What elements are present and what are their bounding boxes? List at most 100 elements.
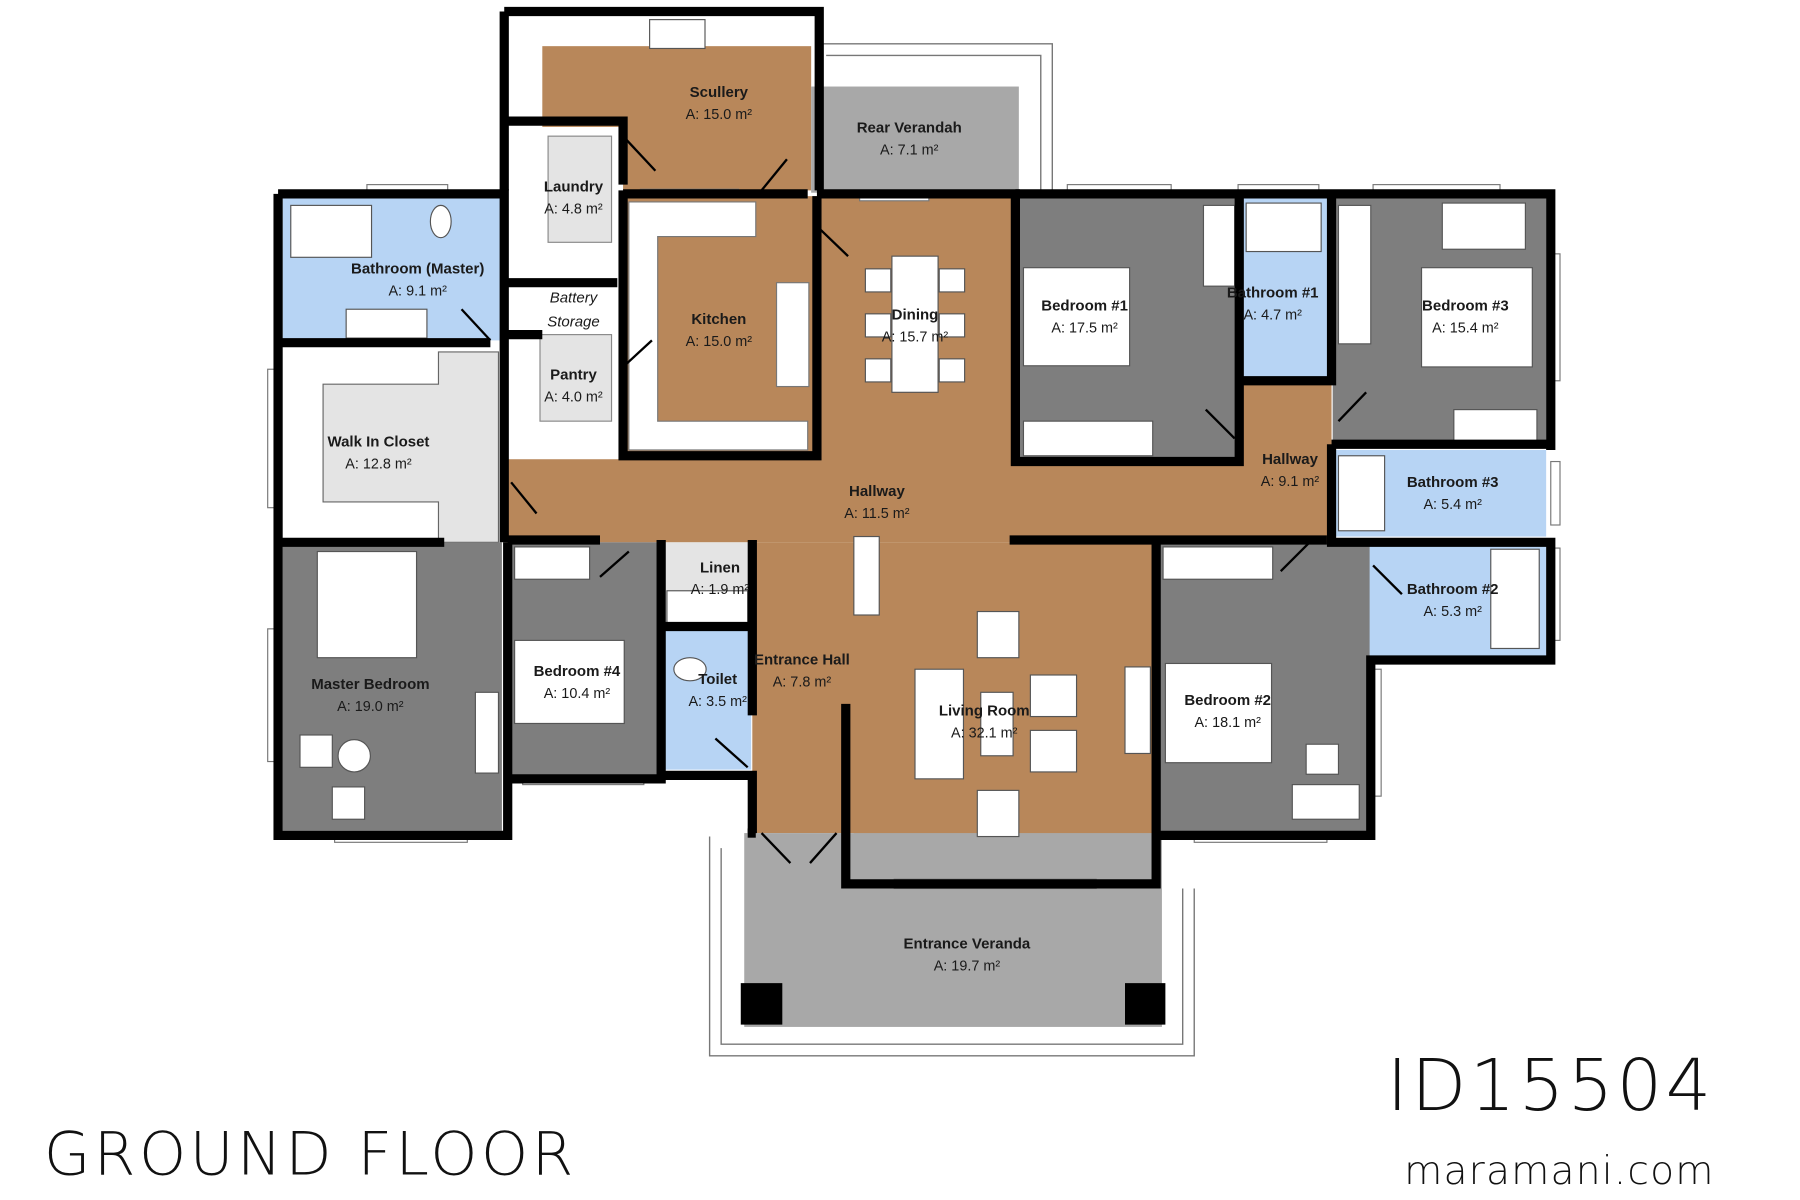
tv-unit	[1124, 666, 1151, 755]
shower	[1490, 548, 1540, 650]
room-name: Rear Verandah	[857, 120, 962, 137]
room-labels: Scullery A: 15.0 m² Rear Verandah A: 7.1…	[311, 84, 1509, 974]
website: maramani.com	[1404, 1149, 1714, 1194]
room-name: Scullery	[690, 84, 749, 101]
bed	[1420, 267, 1533, 368]
armchair	[1029, 674, 1078, 718]
room-name: Dining	[892, 307, 939, 324]
room-area: A: 10.4 m²	[544, 686, 611, 702]
furniture	[290, 19, 1540, 1025]
room-area: A: 12.8 m²	[345, 456, 412, 472]
door-swings	[460, 135, 1403, 864]
plan-title: GROUND FLOOR	[44, 1120, 577, 1190]
desk	[1291, 784, 1360, 820]
toilet-floor	[663, 628, 752, 770]
room-area: A: 15.0 m²	[686, 334, 753, 350]
room-area: A: 15.0 m²	[686, 107, 753, 123]
wardrobe	[474, 691, 500, 774]
rear-verandah-floor	[811, 86, 1019, 193]
chair	[299, 734, 333, 768]
room-area: A: 19.0 m²	[337, 699, 404, 715]
veranda-outlines	[708, 43, 1195, 1057]
entrance-planter-right	[1125, 983, 1166, 1025]
room-name: Bedroom #2	[1184, 692, 1271, 709]
room-area: A: 5.3 m²	[1423, 604, 1482, 620]
room-area: A: 32.1 m²	[951, 725, 1018, 741]
walls	[273, 6, 1556, 889]
toilet-bowl	[673, 657, 707, 682]
room-area: A: 11.5 m²	[844, 506, 910, 522]
armchair	[976, 789, 1020, 838]
room-area: A: 4.0 m²	[544, 390, 603, 406]
hallway-right-floor	[1239, 380, 1332, 543]
room-area: A: 15.4 m²	[1432, 320, 1499, 336]
battery-storage-floor	[507, 282, 618, 335]
room-name: Pantry	[550, 367, 597, 384]
sink	[649, 19, 706, 50]
hallway-floor	[505, 459, 1331, 543]
room-name: Entrance Veranda	[904, 935, 1031, 952]
bed	[1164, 662, 1273, 764]
room-area: A: 19.7 m²	[934, 958, 1001, 974]
kitchen-island	[775, 282, 810, 388]
sofa	[914, 668, 965, 780]
room-name: Laundry	[544, 179, 604, 196]
room-name: Kitchen	[691, 311, 746, 328]
room-area: A: 3.5 m²	[688, 694, 747, 710]
chair	[864, 358, 892, 383]
room-name: Entrance Hall	[754, 652, 850, 669]
entrance-veranda-floor	[744, 833, 1162, 1027]
bed	[316, 550, 418, 659]
room-name: Bedroom #3	[1422, 297, 1509, 314]
room-area: A: 4.7 m²	[1243, 308, 1302, 324]
wardrobe	[1337, 204, 1372, 345]
laundry-counter	[547, 135, 613, 243]
armchair	[976, 610, 1020, 659]
chair	[864, 313, 892, 338]
entrance-planter-left	[740, 983, 783, 1025]
room-name: Bathroom #3	[1407, 474, 1499, 491]
vanity	[345, 308, 428, 339]
room-name: Hallway	[1262, 451, 1319, 468]
room-area: A: 1.9 m²	[691, 582, 750, 598]
room-area: A: 9.1 m²	[1261, 474, 1320, 490]
shower	[1337, 455, 1386, 532]
room-name: Linen	[700, 559, 740, 576]
room-name: Bedroom #1	[1041, 297, 1128, 314]
chair	[864, 268, 892, 293]
room-name: Toilet	[698, 671, 737, 688]
room-area: A: 15.7 m²	[882, 330, 949, 346]
room-area: A: 17.5 m²	[1051, 320, 1118, 336]
room-name-line2: Storage	[547, 314, 600, 331]
shower	[1441, 202, 1526, 250]
toilet-bowl	[429, 204, 452, 239]
chair	[938, 268, 966, 293]
entrance-hall-floor	[752, 542, 857, 834]
room-name: Living Room	[939, 702, 1030, 719]
chair	[938, 358, 966, 383]
desk	[1453, 409, 1538, 445]
closet-shelves	[322, 351, 500, 543]
desk	[1202, 204, 1236, 287]
room-name: Bathroom #2	[1407, 581, 1499, 598]
coffee-table	[980, 691, 1014, 757]
room-name: Bedroom #4	[534, 663, 621, 680]
shower	[1245, 202, 1322, 253]
bed	[514, 639, 625, 725]
tv-unit	[853, 535, 880, 616]
room-name: Bathroom (Master)	[351, 260, 484, 277]
room-name: Battery	[550, 289, 599, 306]
room-area: A: 18.1 m²	[1194, 715, 1261, 731]
wardrobe	[1022, 420, 1154, 457]
room-name: Bathroom #1	[1227, 285, 1319, 302]
pantry-shelf	[539, 334, 613, 422]
room-area: A: 5.4 m²	[1423, 497, 1482, 513]
shower	[290, 204, 373, 258]
room-area: A: 9.1 m²	[388, 283, 447, 299]
bed	[1022, 267, 1131, 367]
chair	[1305, 743, 1340, 775]
room-name: Walk In Closet	[327, 434, 429, 451]
chair	[331, 786, 366, 820]
dining-table	[891, 255, 939, 393]
